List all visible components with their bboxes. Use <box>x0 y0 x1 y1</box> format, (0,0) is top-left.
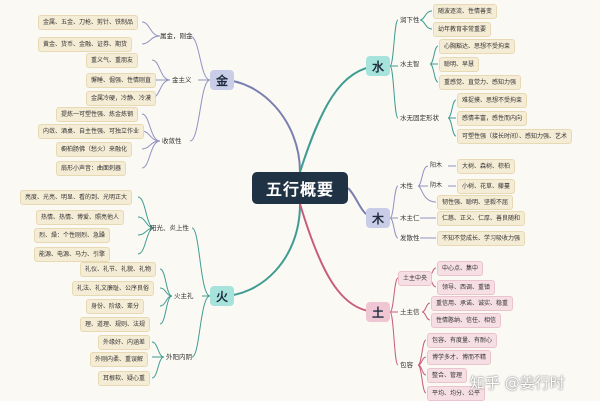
water-leaf[interactable]: 聪明、早慧 <box>439 57 480 72</box>
earth-leaf[interactable]: 性情憨纳、信任、相信 <box>431 313 502 328</box>
fire-leaf[interactable]: 热情、热情、博爱、照亮他人 <box>36 210 125 225</box>
metal-leaf[interactable]: 重义气、重朋友 <box>86 53 139 68</box>
earth-leaf[interactable]: 重信用、承诺、诚实、稳重 <box>431 296 514 311</box>
fire-leaf[interactable]: 身份、阶级、辈分 <box>86 299 145 314</box>
element-water-node[interactable]: 水 <box>366 56 390 76</box>
metal-leaf[interactable]: 黄金、货币、金融、证券、期货 <box>38 37 133 52</box>
earth-leaf[interactable]: 中心点、集中 <box>437 261 484 276</box>
water-leaf[interactable]: 心胸豁达、思想不受拘束 <box>439 39 516 54</box>
wood-leaf[interactable]: 韧性强、聪明、坚毅不屈 <box>437 195 514 210</box>
water-leaf[interactable]: 可塑性强（接长时间）、感知力强、艺术 <box>457 129 573 144</box>
earth-leaf[interactable]: 包容、有度量、有耐心 <box>427 333 498 348</box>
water-branch-label[interactable]: 水主智 <box>400 60 420 68</box>
metal-leaf[interactable]: 懈睡、倔强、性情刚直 <box>86 73 157 88</box>
metal-branch-label[interactable]: 属金，刚金 <box>160 32 193 40</box>
element-wood-node[interactable]: 木 <box>366 208 390 228</box>
water-leaf[interactable]: 随波逐流、性情善变 <box>433 4 498 19</box>
watermark-text: 知乎 @姜行时 <box>470 374 565 392</box>
fire-leaf[interactable]: 礼仪、礼节、礼貌、礼物 <box>80 262 157 277</box>
fire-branch-label[interactable]: 阳光、炎上性 <box>150 224 189 232</box>
element-metal-node[interactable]: 金 <box>210 70 234 90</box>
wood-leaf[interactable]: 不知不觉成长、学习吸收力强 <box>437 231 526 246</box>
fire-leaf[interactable]: 外刚内柔、重误解 <box>90 352 149 367</box>
fire-leaf[interactable]: 礼法、礼文廉耻、公序良俗 <box>72 281 155 296</box>
metal-branch-label[interactable]: 收敛性 <box>162 137 182 145</box>
wood-leaf[interactable]: 小树、花草、藤蔓 <box>457 179 516 194</box>
fire-leaf[interactable]: 亮度、光亮、明显、看的到、光明正大 <box>20 190 133 205</box>
metal-leaf[interactable]: 提炼一可塑性强、炼金炼钢 <box>56 107 139 122</box>
water-leaf[interactable]: 难捉摸、思想不受拘束 <box>457 93 528 108</box>
central-topic[interactable]: 五行概要 <box>252 172 348 204</box>
wood-branch-label[interactable]: 木主仁 <box>400 214 420 222</box>
earth-leaf[interactable]: 整合、管理 <box>427 368 468 383</box>
element-fire-node[interactable]: 火 <box>210 286 234 306</box>
fire-leaf[interactable]: 理、道理、规则、法规 <box>80 317 151 332</box>
wood-branch-label[interactable]: 木性 <box>400 182 413 190</box>
metal-leaf[interactable]: 内敛、酒桌、自主性强、可独立作业 <box>38 124 145 139</box>
fire-branch-label[interactable]: 外阳内阴 <box>166 353 192 361</box>
earth-branch-label[interactable]: 土主信 <box>400 308 420 316</box>
fire-leaf[interactable]: 外缘好、内涵差 <box>98 335 151 350</box>
wood-branch-label[interactable]: 发散性 <box>400 234 420 242</box>
earth-leaf[interactable]: 博学多才、博而不精 <box>427 350 492 365</box>
wood-yin-tag: 阴木 <box>430 182 443 189</box>
metal-leaf[interactable]: 金属冷硬，冷静、冷漠 <box>86 91 157 106</box>
metal-leaf[interactable]: 扇形小声音：曲面刺器 <box>56 161 127 176</box>
wood-yang-tag: 阳木 <box>430 162 443 169</box>
fire-leaf[interactable]: 能源、电源、马力、引擎 <box>34 247 111 262</box>
earth-branch-label[interactable]: 包容 <box>400 361 413 369</box>
water-leaf[interactable]: 幼年教育非常重要 <box>433 22 492 37</box>
water-leaf[interactable]: 感情丰富，感性而内向 <box>457 111 528 126</box>
metal-branch-label[interactable]: 金主义 <box>172 76 192 84</box>
fire-leaf[interactable]: 耳根软、疑心重 <box>98 371 151 386</box>
wood-leaf[interactable]: 大树、森树、棕柏 <box>457 159 516 174</box>
wood-leaf[interactable]: 仁慈、正义、仁厚、善良随和 <box>437 211 526 226</box>
metal-leaf[interactable]: 金属、五金、刀枪、剪针、铁制品 <box>38 15 139 30</box>
fire-leaf[interactable]: 烈、燥：个性刚烈、急躁 <box>34 228 111 243</box>
fire-branch-label[interactable]: 火主礼 <box>174 292 194 300</box>
water-branch-label[interactable]: 水无固定形状 <box>400 114 439 122</box>
earth-branch-label[interactable]: 土主中央 <box>398 271 433 286</box>
earth-leaf[interactable]: 领导、西调、重镇 <box>437 280 496 295</box>
water-branch-label[interactable]: 润下性 <box>400 16 420 24</box>
element-earth-node[interactable]: 土 <box>366 302 390 322</box>
water-leaf[interactable]: 重感觉、直觉力、感知力强 <box>439 75 522 90</box>
metal-leaf[interactable]: 橱柏肠佛（愁火）来融化 <box>56 142 133 157</box>
